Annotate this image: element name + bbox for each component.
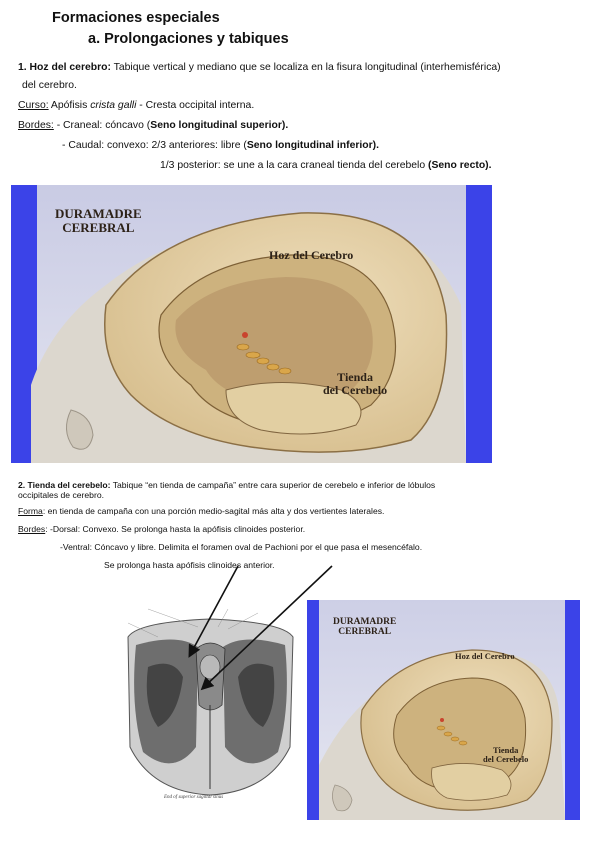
- hoz-definition-line1: 1. Hoz del cerebro: Tabique vertical y m…: [18, 62, 501, 73]
- label-hoz-del-cerebro-large: Hoz del Cerebro: [269, 248, 354, 262]
- tienda-definition-line2: occipitales de cerebro.: [18, 490, 104, 500]
- tienda-heading: 2. Tienda del cerebelo:: [18, 480, 111, 490]
- hoz-heading: 1. Hoz del cerebro:: [18, 62, 111, 73]
- tienda-bordes-ventral-2: Se prolonga hasta apófisis clinoides ant…: [104, 560, 275, 570]
- hoz-curso: Curso: Apófisis crista galli - Cresta oc…: [18, 100, 255, 111]
- engraving-caption: End of superior sagittal sinus: [164, 795, 224, 800]
- hoz-bordes-posterior: 1/3 posterior: se une a la cara craneal …: [160, 160, 492, 171]
- tienda-bordes-ventral: -Ventral: Cóncavo y libre. Delimita el f…: [60, 542, 423, 552]
- tienda-forma: Forma: en tienda de campaña con una porc…: [18, 506, 385, 516]
- hoz-bordes-caudal: - Caudal: convexo: 2/3 anteriores: libre…: [62, 140, 380, 151]
- hoz-bordes-craneal: Bordes: - Craneal: cóncavo (Seno longitu…: [18, 120, 289, 131]
- page-title: Formaciones especiales: [52, 10, 220, 26]
- duramadre-illustration: [11, 185, 492, 463]
- duramadre-illustration-small: [307, 600, 580, 820]
- tienda-definition-line1: 2. Tienda del cerebelo: Tabique “en tien…: [18, 480, 436, 490]
- hoz-definition-line2: del cerebro.: [22, 80, 77, 91]
- section-title: a. Prolongaciones y tabiques: [88, 31, 289, 47]
- label-hoz-del-cerebro-small: Hoz del Cerebro: [455, 651, 515, 661]
- tentorium-engraving: End of superior sagittal sinus: [118, 597, 303, 807]
- tienda-bordes-dorsal: Bordes: -Dorsal: Convexo. Se prolonga ha…: [18, 524, 306, 534]
- tentorium-engraving-drawing: [118, 597, 303, 807]
